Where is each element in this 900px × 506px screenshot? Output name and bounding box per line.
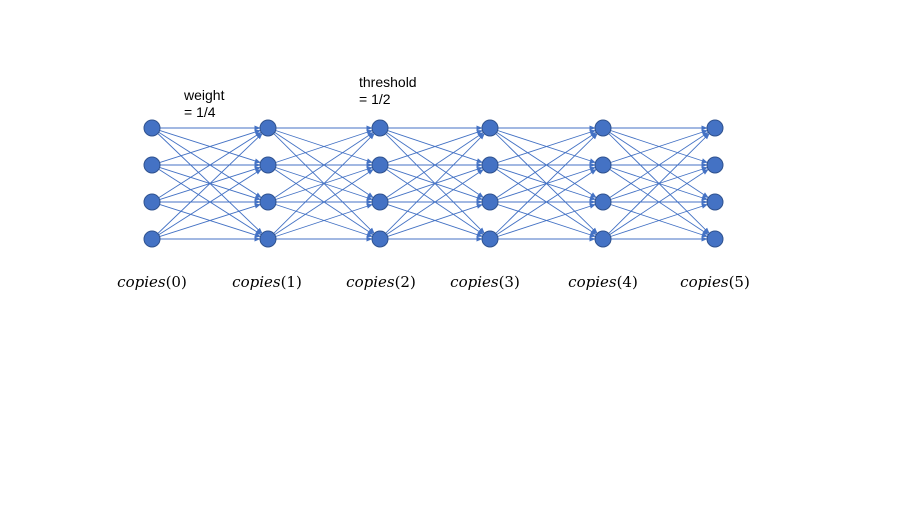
layer-label-arg: (4) [616, 273, 638, 291]
node-circle [259, 230, 277, 248]
edge-arrow [274, 169, 374, 235]
layer-label-3: copies(3) [450, 273, 520, 291]
layer-label-4: copies(4) [568, 273, 638, 291]
node-circle [143, 230, 161, 248]
edge-arrow [610, 203, 708, 237]
edge-arrow [495, 133, 598, 234]
layer-label-fn: copies [346, 273, 395, 291]
edge-arrow [609, 169, 709, 235]
layer-label-arg: (1) [280, 273, 302, 291]
layer-label-arg: (5) [728, 273, 750, 291]
edge-arrow [157, 133, 263, 234]
edge-arrow [387, 204, 483, 237]
edge-arrow [159, 129, 262, 164]
layer-label-fn: copies [117, 273, 166, 291]
edge-arrow [609, 132, 709, 198]
layer-label-arg: (0) [165, 273, 187, 291]
edge-arrow [385, 133, 485, 234]
node-circle [259, 156, 277, 174]
edge-arrow [608, 133, 710, 234]
layer-label-fn: copies [680, 273, 729, 291]
node-circle [594, 230, 612, 248]
edge-arrow [159, 203, 262, 238]
node-circle [259, 193, 277, 211]
weight-annotation-line2: = 1/4 [184, 104, 216, 120]
weight-annotation-line1: weight [184, 87, 225, 103]
node-circle [371, 156, 389, 174]
node-circle [594, 119, 612, 137]
node-circle [143, 119, 161, 137]
edges [157, 125, 710, 242]
node-circle [143, 193, 161, 211]
threshold-annotation: threshold = 1/2 [359, 74, 417, 108]
node-circle [371, 193, 389, 211]
node-circle [481, 193, 499, 211]
layer-label-5: copies(5) [680, 273, 750, 291]
edge-arrow [274, 132, 374, 198]
node-circle [706, 193, 724, 211]
layer-label-fn: copies [568, 273, 617, 291]
edge-arrow [273, 133, 375, 234]
edge-arrow [158, 168, 262, 236]
node-circle [594, 193, 612, 211]
node-circle [143, 156, 161, 174]
threshold-annotation-line1: threshold [359, 74, 417, 90]
layer-label-0: copies(0) [117, 273, 187, 291]
edge-arrow [496, 169, 597, 235]
edge-arrow [497, 203, 596, 237]
node-circle [371, 230, 389, 248]
node-circle [481, 119, 499, 137]
edge-arrow [275, 203, 373, 237]
edge-arrow [386, 169, 484, 235]
layer-label-1: copies(1) [232, 273, 302, 291]
edge-arrow [496, 132, 597, 198]
node-circle [594, 156, 612, 174]
node-circle [259, 119, 277, 137]
edge-arrow [275, 129, 373, 163]
layer-label-arg: (2) [394, 273, 416, 291]
edge-arrow [610, 129, 708, 163]
node-circle [481, 230, 499, 248]
node-circle [706, 156, 724, 174]
layer-label-fn: copies [450, 273, 499, 291]
edge-arrow [497, 129, 596, 163]
node-circle [706, 230, 724, 248]
layer-label-2: copies(2) [346, 273, 416, 291]
weight-annotation: weight = 1/4 [184, 87, 224, 121]
edge-arrow [158, 131, 262, 199]
layer-label-fn: copies [232, 273, 281, 291]
layer-label-arg: (3) [498, 273, 520, 291]
node-circle [706, 119, 724, 137]
nodes [143, 119, 724, 248]
edge-arrow [387, 130, 483, 163]
node-circle [371, 119, 389, 137]
edge-arrow [386, 132, 484, 198]
node-circle [481, 156, 499, 174]
threshold-annotation-line2: = 1/2 [359, 91, 391, 107]
